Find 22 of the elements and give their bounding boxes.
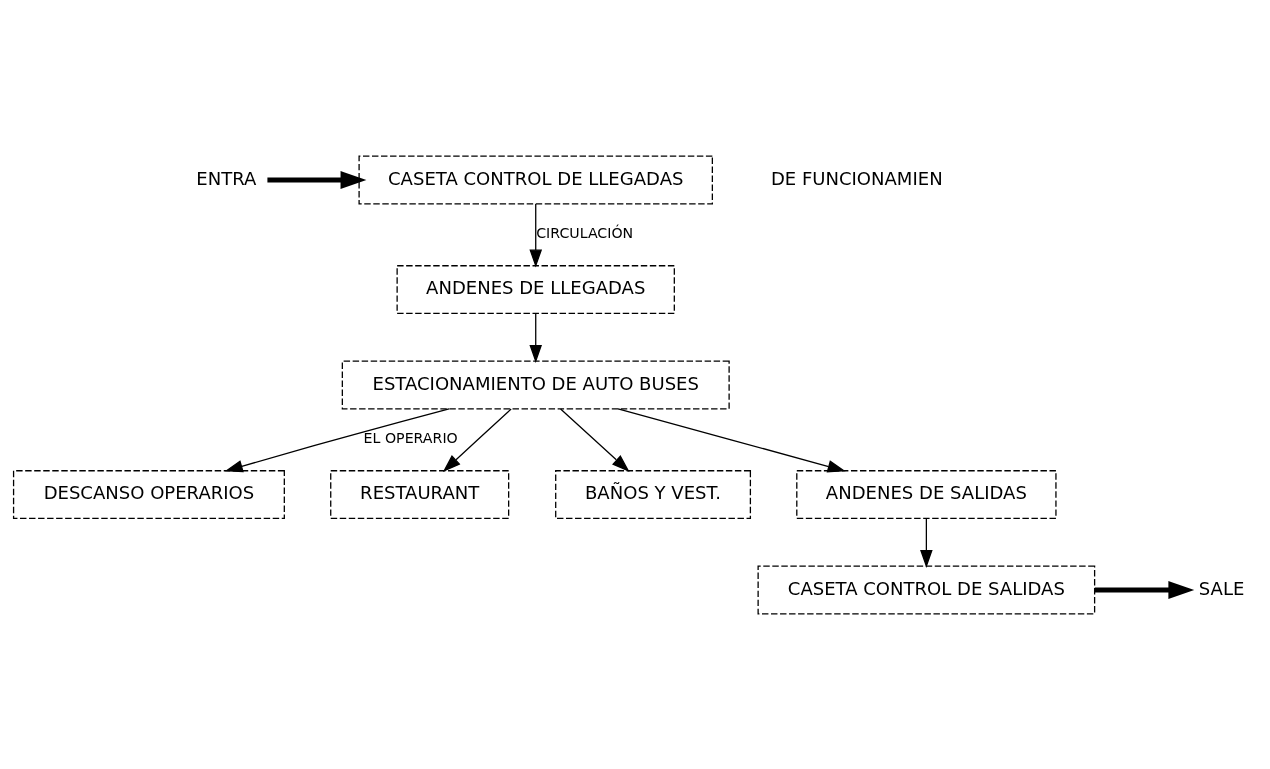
node-text: ENTRA bbox=[196, 167, 257, 189]
edge-label: CIRCULACIÓN bbox=[536, 224, 634, 241]
arrow bbox=[1094, 580, 1195, 599]
node-box: CASETA CONTROL DE SALIDAS bbox=[757, 565, 1096, 614]
arrow bbox=[559, 407, 630, 472]
node-box: RESTAURANT bbox=[330, 469, 510, 519]
node-box: DESCANSO OPERARIOS bbox=[12, 469, 285, 519]
arrow bbox=[920, 517, 933, 568]
node-text: SALE bbox=[1198, 577, 1245, 599]
arrow bbox=[224, 407, 450, 472]
node-box: CASETA CONTROL DE LLEGADAS bbox=[358, 155, 713, 204]
node-box: ANDENES DE LLEGADAS bbox=[396, 264, 675, 314]
arrow bbox=[529, 202, 543, 268]
arrow bbox=[442, 407, 512, 472]
node-box: ANDENES DE SALIDAS bbox=[796, 469, 1057, 519]
node-box: BAÑOS Y VEST. bbox=[555, 469, 752, 519]
arrow bbox=[267, 170, 367, 189]
edge-label: EL OPERARIO bbox=[363, 429, 458, 446]
arrow bbox=[529, 312, 543, 363]
arrow bbox=[617, 407, 846, 472]
node-box: ESTACIONAMIENTO DE AUTO BUSES bbox=[341, 360, 730, 409]
label: DE FUNCIONAMIEN bbox=[770, 167, 943, 189]
